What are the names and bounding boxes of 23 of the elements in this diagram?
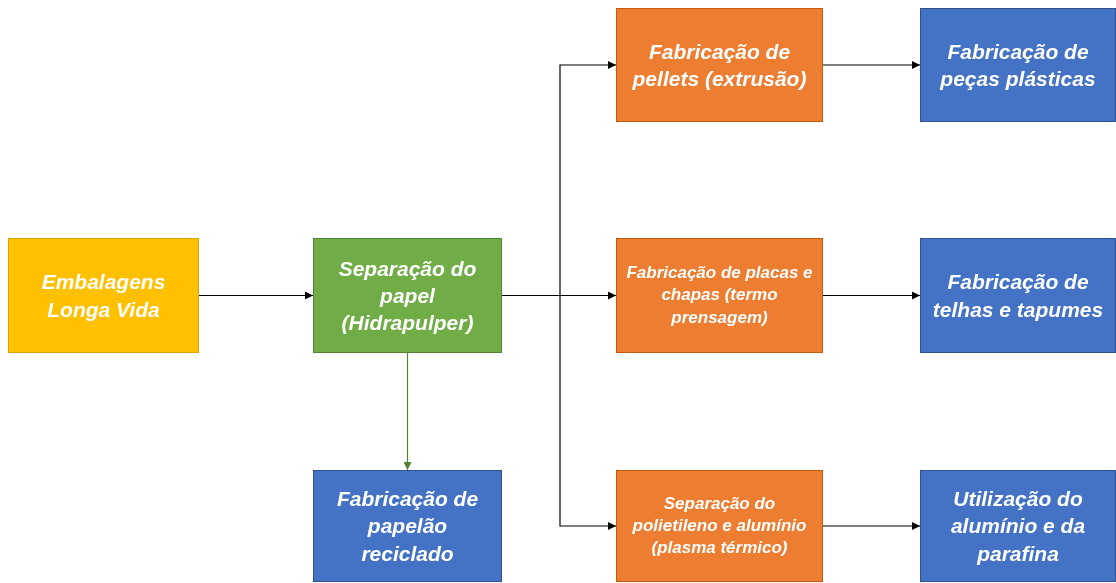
process-box [313,470,502,582]
arrow [403,352,412,471]
process-box [616,8,823,122]
process-box [616,470,823,582]
arrow [822,291,921,300]
box-label: Separação do papel (Hidrapulper) [337,255,478,337]
process-box [616,238,823,353]
box-label: Utilização do alumínio e da parafina [949,486,1087,567]
process-box [920,8,1116,122]
box-label: Embalagens Longa Vida [40,269,167,323]
box-label: Fabricação de papelão reciclado [335,486,480,567]
box-label: Separação do polietileno e alumínio (plasma térmico) [631,492,808,560]
box-label: Fabricação de telhas e tapumes [931,269,1105,323]
arrow [198,291,314,300]
box-label: Fabricação de placas e chapas (termo prensagem) [625,262,814,329]
process-box [920,470,1116,582]
arrow [822,522,921,530]
process-box [920,238,1116,353]
box-label: Fabricação de pellets (extrusão) [631,38,808,92]
arrow [822,61,921,69]
process-box [313,238,502,353]
box-label: Fabricação de peças plásticas [939,38,1097,92]
process-box [8,238,199,353]
